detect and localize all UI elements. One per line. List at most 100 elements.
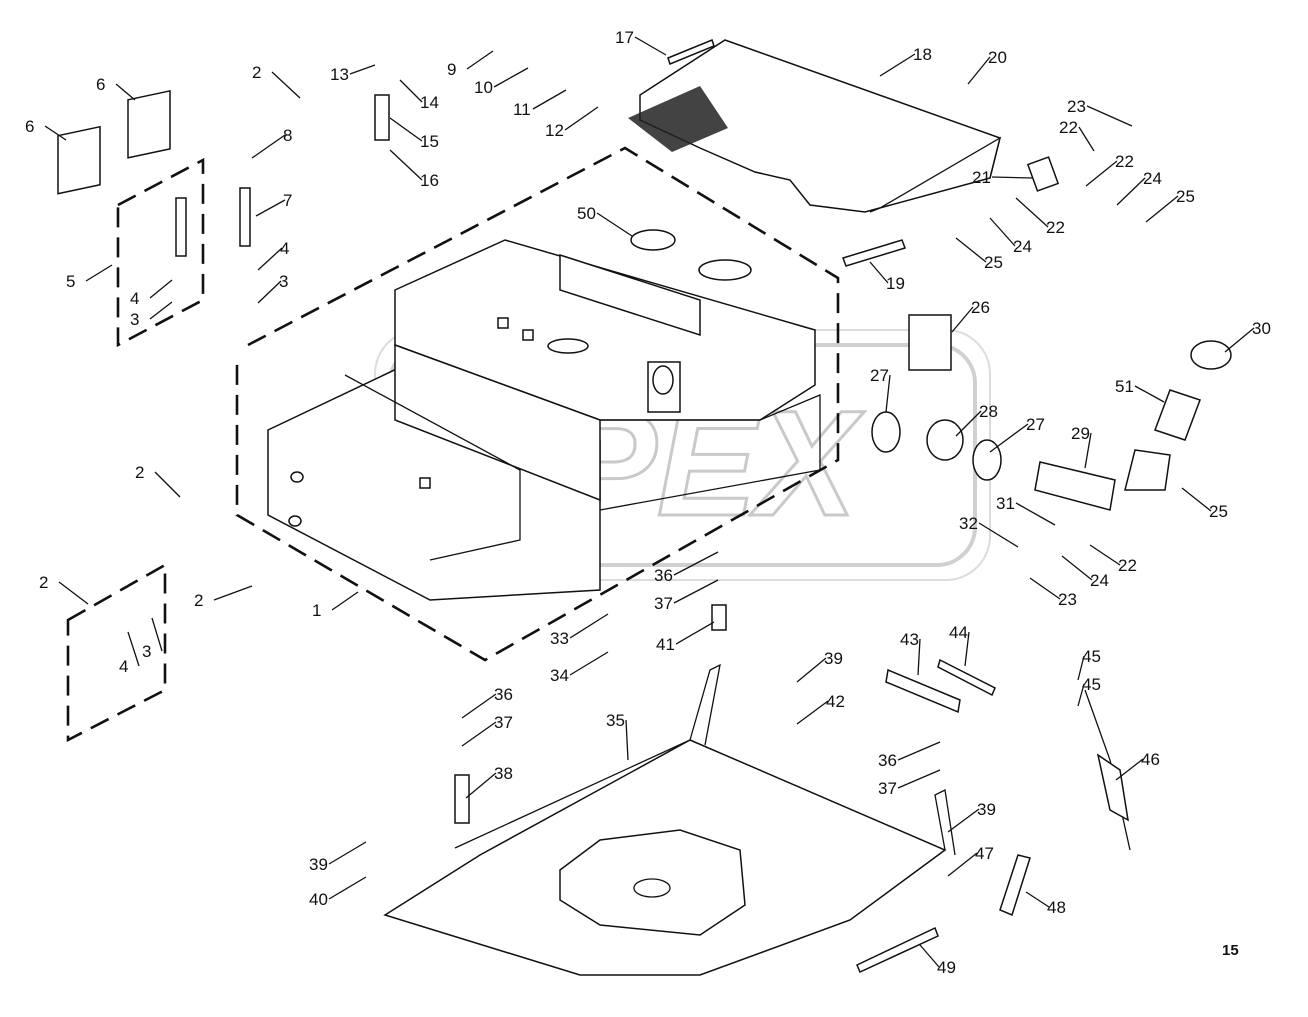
loose-parts	[57, 39, 1131, 974]
dashed-group-outlines	[66, 146, 840, 743]
leader-line-3	[149, 301, 173, 320]
leader-line-43	[917, 638, 921, 676]
leader-line-21	[991, 176, 1033, 179]
leader-line-24	[1116, 177, 1146, 206]
leader-line-22	[1085, 160, 1118, 187]
leader-line-37	[897, 769, 941, 789]
callout-36: 36	[878, 751, 897, 770]
leader-line-36	[897, 741, 941, 761]
callout-22: 22	[1059, 118, 1078, 137]
callout-19: 19	[886, 274, 905, 293]
callout-3: 3	[130, 310, 139, 329]
callout-25: 25	[1209, 502, 1228, 521]
callout-22: 22	[1046, 218, 1065, 237]
tank-recess	[559, 253, 701, 337]
callout-25: 25	[1176, 187, 1195, 206]
callout-39: 39	[309, 855, 328, 874]
filler-assembly	[630, 229, 1232, 511]
callout-29: 29	[1071, 424, 1090, 443]
leader-line-7	[255, 199, 286, 217]
callout-2: 2	[39, 573, 48, 592]
leader-line-51	[1134, 385, 1165, 403]
callout-32: 32	[959, 514, 978, 533]
leader-line-3	[151, 617, 163, 652]
callout-25: 25	[984, 253, 1003, 272]
callout-22: 22	[1118, 556, 1137, 575]
leader-line-24	[1061, 555, 1093, 581]
callout-24: 24	[1013, 237, 1032, 256]
plug-group-outline	[66, 562, 167, 743]
leader-line-15	[389, 117, 423, 142]
leader-line-17	[634, 36, 667, 56]
leader-line-5	[85, 264, 113, 282]
callout-labels: 1222233344456678910111213141516171819202…	[25, 28, 1271, 977]
fuel-tank	[267, 239, 821, 601]
leader-line-45	[1077, 683, 1085, 707]
leader-line-39	[947, 808, 980, 833]
callout-37: 37	[878, 779, 897, 798]
callout-1: 1	[312, 601, 321, 620]
callout-30: 30	[1252, 319, 1271, 338]
callout-24: 24	[1143, 169, 1162, 188]
leader-line-2	[271, 71, 301, 99]
callout-6: 6	[96, 75, 105, 94]
leader-line-27	[989, 423, 1029, 453]
callout-4: 4	[130, 289, 139, 308]
leader-line-2	[58, 581, 89, 605]
callout-46: 46	[1141, 750, 1160, 769]
leader-line-25	[1181, 487, 1212, 512]
callout-45: 45	[1082, 675, 1101, 694]
leader-line-32	[978, 522, 1019, 548]
callout-20: 20	[988, 48, 1007, 67]
leader-line-23	[1086, 105, 1133, 127]
leader-line-37	[461, 721, 497, 747]
leader-line-22	[1089, 544, 1121, 566]
leader-line-10	[493, 67, 529, 88]
leader-line-48	[1025, 891, 1050, 908]
leader-line-27	[885, 374, 891, 413]
callout-42: 42	[826, 692, 845, 711]
leader-line-3	[257, 280, 282, 304]
leader-line-49	[919, 944, 940, 968]
callout-38: 38	[494, 764, 513, 783]
callout-22: 22	[1115, 152, 1134, 171]
leader-line-45	[1077, 655, 1085, 681]
callout-9: 9	[447, 60, 456, 79]
callout-13: 13	[330, 65, 349, 84]
callout-40: 40	[309, 890, 328, 909]
leader-line-31	[1015, 502, 1056, 526]
callout-48: 48	[1047, 898, 1066, 917]
callout-35: 35	[606, 711, 625, 730]
leader-line-16	[389, 149, 423, 181]
leader-line-40	[328, 876, 367, 900]
leader-line-47	[947, 852, 978, 877]
leader-line-2	[154, 471, 181, 498]
leader-line-28	[955, 410, 982, 437]
callout-37: 37	[494, 713, 513, 732]
callout-14: 14	[420, 93, 439, 112]
leader-line-2	[213, 585, 253, 601]
callout-16: 16	[420, 171, 439, 190]
leader-line-29	[1084, 432, 1092, 469]
callout-36: 36	[654, 566, 673, 585]
cover-plate	[628, 39, 1002, 213]
callout-6: 6	[25, 117, 34, 136]
leader-line-13	[349, 64, 376, 75]
callout-23: 23	[1067, 97, 1086, 116]
leader-line-22	[1015, 197, 1049, 228]
callout-27: 27	[1026, 415, 1045, 434]
leader-line-14	[399, 79, 423, 103]
leader-line-39	[796, 657, 827, 683]
leader-line-37	[673, 579, 719, 604]
callout-47: 47	[975, 844, 994, 863]
callout-15: 15	[420, 132, 439, 151]
leader-line-36	[461, 693, 497, 719]
callout-4: 4	[280, 239, 289, 258]
leader-line-8	[251, 134, 286, 159]
callout-28: 28	[979, 402, 998, 421]
leader-line-6	[44, 125, 67, 141]
callout-26: 26	[971, 298, 990, 317]
support-frame	[383, 604, 956, 976]
